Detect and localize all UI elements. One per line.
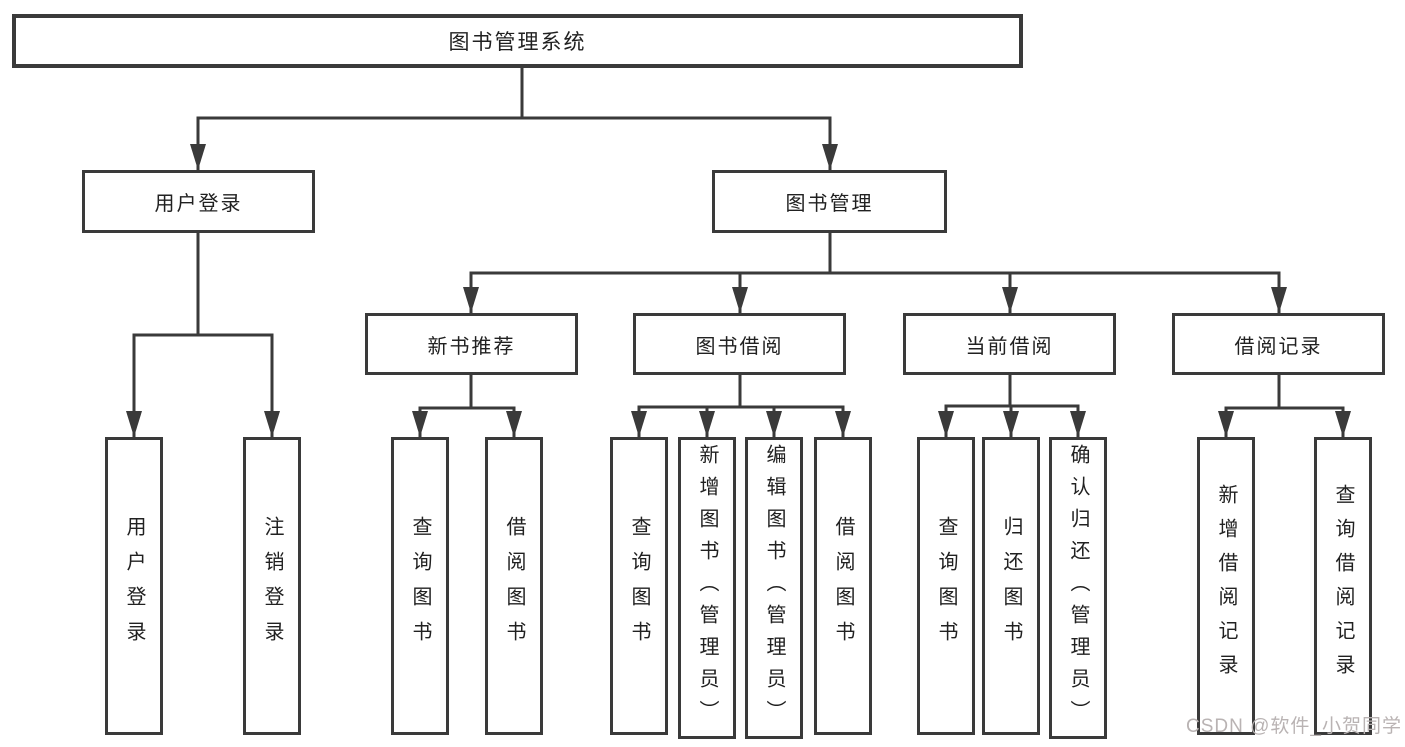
leaf-add-books-admin: 新增图书（管理员）	[678, 437, 736, 739]
leaf-query-books-current: 查询图书	[917, 437, 975, 735]
leaf-user-login: 用户登录	[105, 437, 163, 735]
node-root-system: 图书管理系统	[12, 14, 1023, 68]
csdn-watermark: CSDN @软件_小贺同学	[1186, 716, 1402, 737]
node-current-borrowing: 当前借阅	[903, 313, 1116, 375]
node-book-borrowing: 图书借阅	[633, 313, 846, 375]
leaf-query-books-borrow: 查询图书	[610, 437, 668, 735]
leaf-logout: 注销登录	[243, 437, 301, 735]
leaf-query-borrow-record: 查询借阅记录	[1314, 437, 1372, 735]
leaf-confirm-return-admin: 确认归还（管理员）	[1049, 437, 1107, 739]
leaf-edit-books-admin: 编辑图书（管理员）	[745, 437, 803, 739]
leaf-borrow-books: 借阅图书	[814, 437, 872, 735]
leaf-logout-label: 注销登录	[261, 516, 283, 656]
node-borrowing-records: 借阅记录	[1172, 313, 1385, 375]
leaf-query-books-recommend: 查询图书	[391, 437, 449, 735]
node-user-login: 用户登录	[82, 170, 315, 233]
leaf-borrow-books-recommend-label: 借阅图书	[503, 516, 525, 656]
node-book-management: 图书管理	[712, 170, 947, 233]
leaf-add-books-admin-label: 新增图书（管理员）	[696, 444, 718, 732]
leaf-query-books-borrow-label: 查询图书	[628, 516, 650, 656]
leaf-confirm-return-admin-label: 确认归还（管理员）	[1067, 444, 1089, 732]
leaf-edit-books-admin-label: 编辑图书（管理员）	[763, 444, 785, 732]
leaf-query-books-recommend-label: 查询图书	[409, 516, 431, 656]
leaf-borrow-books-recommend: 借阅图书	[485, 437, 543, 735]
leaf-return-books: 归还图书	[982, 437, 1040, 735]
node-new-book-recommend: 新书推荐	[365, 313, 578, 375]
leaf-query-books-current-label: 查询图书	[935, 516, 957, 656]
leaf-borrow-books-label: 借阅图书	[832, 516, 854, 656]
leaf-add-borrow-record: 新增借阅记录	[1197, 437, 1255, 735]
leaf-query-borrow-record-label: 查询借阅记录	[1332, 484, 1354, 688]
leaf-add-borrow-record-label: 新增借阅记录	[1215, 484, 1237, 688]
leaf-user-login-label: 用户登录	[123, 516, 145, 656]
leaf-return-books-label: 归还图书	[1000, 516, 1022, 656]
